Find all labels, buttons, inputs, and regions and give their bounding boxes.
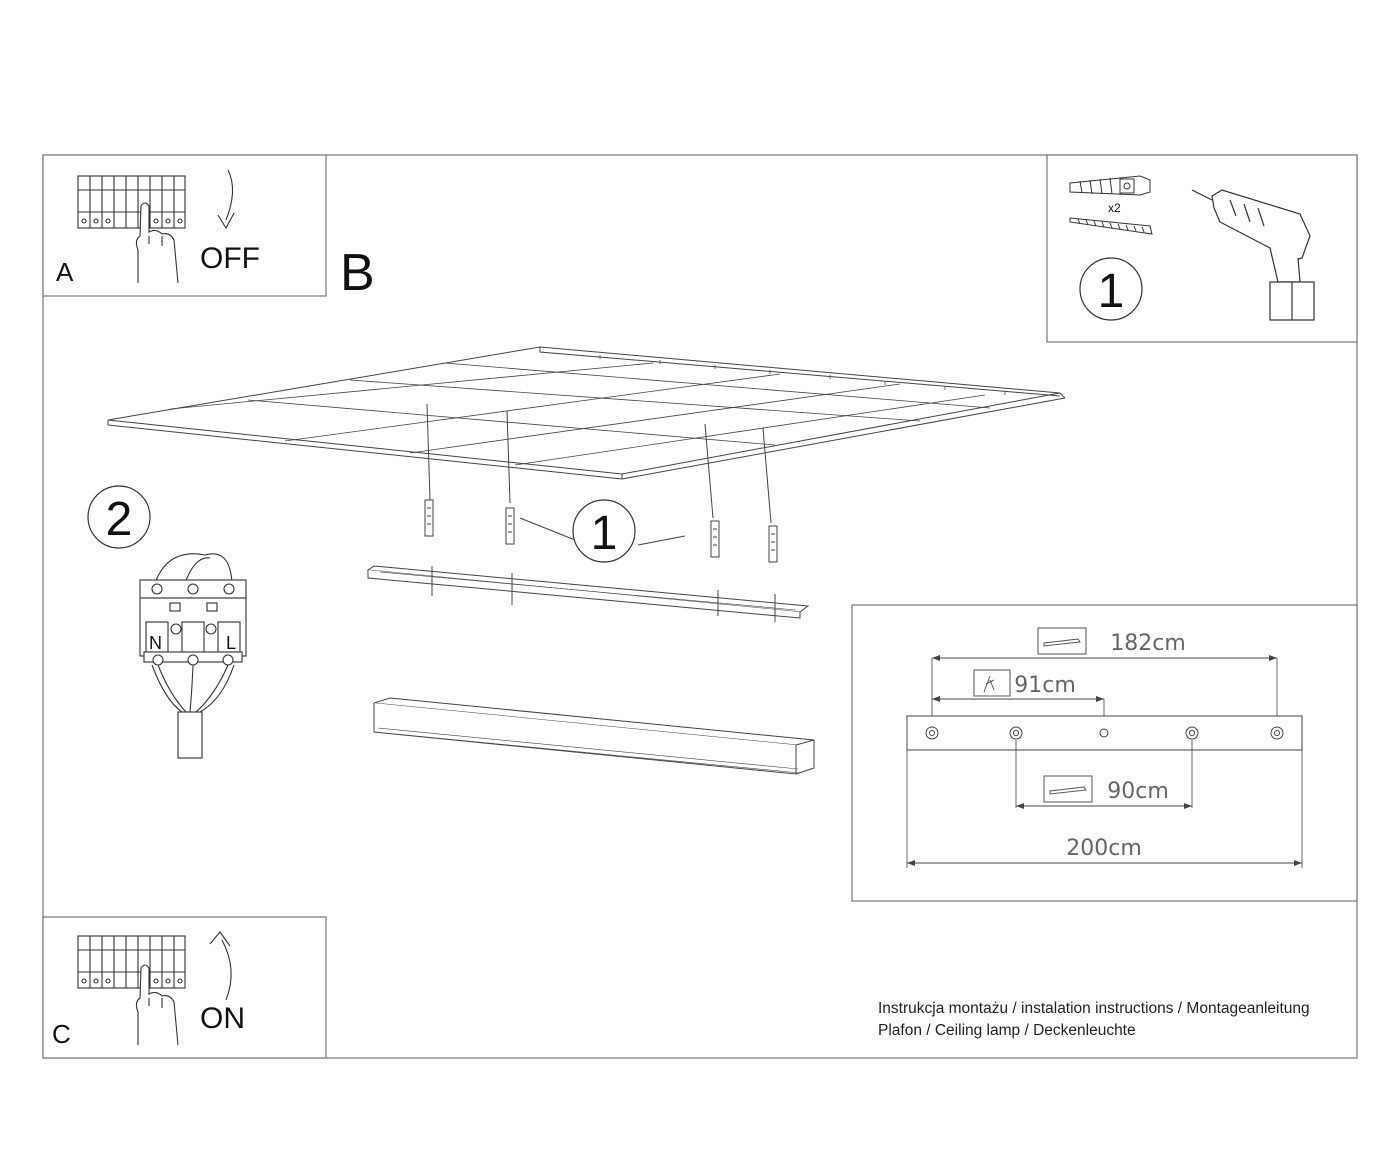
step-1-callout: 1 xyxy=(519,499,686,563)
footer-line-1: Instrukcja montażu / instalation instruc… xyxy=(878,1000,1310,1017)
dimensions-panel: 182cm 91cm 90cm 200cm xyxy=(851,604,1358,902)
hook-icon xyxy=(983,675,995,693)
breaker-box-icon xyxy=(77,935,186,989)
tools-panel: x2 1 xyxy=(1046,154,1358,343)
panel-a-letter: A xyxy=(56,257,74,287)
drill-icon xyxy=(1191,189,1315,321)
screw-icon-box xyxy=(1037,627,1087,655)
lamp-body xyxy=(373,697,815,775)
step-1-number: 1 xyxy=(1098,265,1125,318)
dimensions-panel-frame xyxy=(851,604,1358,902)
step-2-number: 2 xyxy=(106,493,133,546)
arrow-down-icon xyxy=(225,169,234,221)
dowels xyxy=(424,403,778,563)
step-1-badge xyxy=(1079,257,1143,321)
panel-b-letter: B xyxy=(340,244,375,302)
mounting-rail xyxy=(366,565,810,622)
hook-icon-box xyxy=(973,669,1011,697)
panel-a: A OFF xyxy=(42,154,327,297)
terminal-n-label: N xyxy=(149,633,162,653)
ceiling-grid xyxy=(107,346,1066,480)
wiring-terminal: 2 N L xyxy=(87,485,247,759)
hand-icon xyxy=(135,964,179,1046)
dimension-90: 90cm xyxy=(1107,779,1169,804)
screw-icon-box xyxy=(1043,775,1093,803)
dimension-200: 200cm xyxy=(1066,836,1142,861)
step-2-badge xyxy=(87,485,151,549)
step-1-badge xyxy=(572,499,636,563)
footer-line-2: Plafon / Ceiling lamp / Deckenleuchte xyxy=(878,1022,1136,1039)
quantity-label: x2 xyxy=(1108,201,1121,215)
off-label: OFF xyxy=(200,242,260,275)
step-1-number: 1 xyxy=(591,507,618,560)
screw-icon xyxy=(1043,638,1081,647)
panel-c: C ON xyxy=(42,916,327,1059)
screw-icon xyxy=(1049,786,1087,795)
wall-plug-icon xyxy=(1069,175,1151,196)
dimension-91: 91cm xyxy=(1014,673,1076,698)
terminal-block-icon xyxy=(139,553,247,759)
breaker-box-icon xyxy=(77,175,186,229)
footer-caption: Instrukcja montażu / instalation instruc… xyxy=(878,998,1310,1042)
on-label: ON xyxy=(200,1002,245,1035)
terminal-l-label: L xyxy=(226,633,236,653)
arrow-up-icon xyxy=(221,939,232,1001)
dimension-182: 182cm xyxy=(1110,631,1186,656)
hand-icon xyxy=(135,202,179,284)
screw-icon xyxy=(1069,217,1153,235)
panel-c-letter: C xyxy=(52,1019,71,1049)
